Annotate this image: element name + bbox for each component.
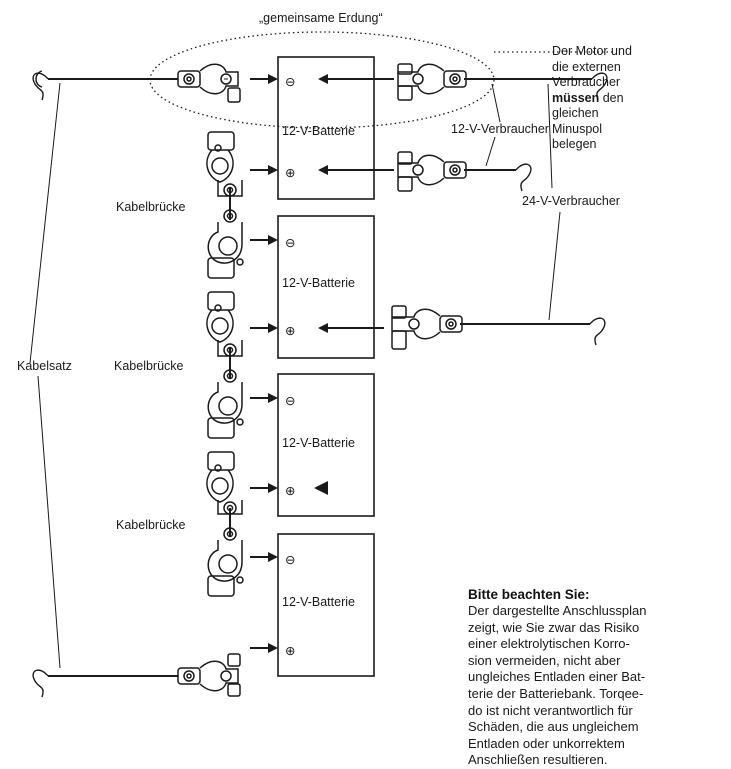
notice-title: Bitte beachten Sie: [468,587,590,602]
clamp-b4-neg-vertical [207,527,244,597]
left-cable-end-bottom [32,669,49,698]
notice-line-1: Der dargestellte Anschlussplan [468,603,647,618]
battery-3-label: 12-V-Batterie [282,436,355,450]
side-note-line-5: gleichen [552,106,599,120]
clamp-b2-neg-vertical [207,209,244,279]
harness-line-lower [37,375,61,669]
notice-line-8: Schäden, die aus ungleichem [468,719,639,735]
cable-bridge-label-2: Kabelbrücke [114,359,184,373]
notice-line-10: Anschließen resultieren. [468,752,608,768]
battery-1-label: 12-V-Batterie [282,124,355,138]
b3-plus-terminal: ⊕ [285,484,295,498]
notice-line-5: ungleiches Entladen einer Bat- [468,669,646,685]
clamp-b1-neg-left [177,63,241,103]
b4-minus-terminal: ⊖ [285,553,295,567]
notice-line-6: terie der Batteriebank. Torqee- [468,685,644,701]
consumer-12v-leader-a [491,83,501,123]
wiring-diagram: ⊖ ⊕ ⊖ ⊕ ⊖ ⊕ ⊖ ⊕ 12-V-Batterie 12-V-Batte… [17,11,620,698]
consumer-12v-leader-b [485,136,496,167]
clamp-b1-neg-right [397,63,467,101]
cable-harness-label: Kabelsatz [17,359,72,373]
consumer-12v-label: 12-V-Verbraucher [451,122,549,136]
battery-2-box [277,215,375,359]
b2-plus-terminal: ⊕ [285,324,295,338]
notice-line-7: do ist nicht verantwortlich für [468,702,633,718]
clamp-b1-pos-vertical [206,131,243,197]
side-note-line-6: Minuspol [552,121,603,136]
left-cable-end-top [35,70,43,88]
clamp-b3-pos-vertical [206,451,243,515]
side-note-emphasis: müssen [552,90,600,105]
b3-minus-terminal: ⊖ [285,394,295,408]
cable-bridge-label-3: Kabelbrücke [116,518,186,532]
notice-line-4: sion vermeiden, nicht aber [468,652,621,668]
clamp-b2-pos-vertical [206,291,243,357]
b1-minus-terminal: ⊖ [285,75,295,89]
battery-1-box [277,56,375,200]
side-note-line-3: Verbraucher [552,75,621,89]
notice-line-3: einer elektrolytischen Korro- [468,636,630,652]
arrow-b3-pos-right [314,481,328,495]
b4-plus-terminal: ⊕ [285,644,295,658]
notice-line-9: Entladen oder unkorrektem [468,735,625,751]
consumer-24v-leader-a [547,83,553,189]
cable-bridge-label-1: Kabelbrücke [116,200,186,214]
clamp-b1-pos-right [397,151,467,192]
notice-box: Bitte beachten Sie: Der dargestellte Ans… [468,586,730,769]
notice-line-2: zeigt, wie Sie zwar das Risiko [468,619,640,635]
side-note-line-2: die externen [552,59,621,74]
consumer-24v-label: 24-V-Verbraucher [522,194,620,208]
harness-line-upper [29,82,61,364]
side-note: Der Motor und die externen Verbraucher m… [552,44,730,153]
battery-4-label: 12-V-Batterie [282,595,355,609]
side-note-line-1: Der Motor und [552,44,632,58]
side-note-line-4: müssen den [552,91,730,107]
clamp-b3-neg-vertical [207,369,244,439]
common-ground-label: „gemeinsame Erdung“ [259,11,383,25]
battery-4-box [277,533,375,677]
battery-3-box [277,373,375,517]
b1-plus-terminal: ⊕ [285,166,295,180]
battery-2-label: 12-V-Batterie [282,276,355,290]
side-note-line-7: belegen [552,137,597,151]
b2-minus-terminal: ⊖ [285,236,295,250]
clamp-b4-pos-left [177,653,241,697]
consumer-24v-leader-b [548,211,561,321]
side-note-line-4-rest: den [599,90,624,105]
clamp-b2-pos-right [391,305,463,350]
